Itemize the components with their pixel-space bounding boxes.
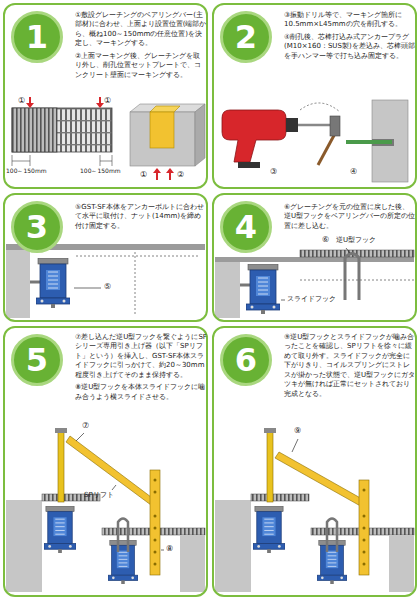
instruction-text: ④削孔後、芯棒打込み式アンカープラグ(M10×160：SUS製)を差込み、芯棒頭… (284, 33, 416, 61)
step-number-circle: 4 (220, 201, 272, 253)
callout-number: ① (18, 97, 25, 106)
step-number-circle: 6 (220, 334, 272, 386)
step-number-circle: 1 (11, 11, 63, 63)
part-name: スライドフック (287, 296, 336, 304)
instruction-text: ⑥グレーチングを元の位置に戻した後、逆U型フックをベアリングバーの所定の位置に差… (284, 203, 416, 231)
callout-number: ③ (270, 168, 277, 177)
instruction-text: ⑨逆U型フックとスライドフックが噛み合ったことを確認し、SPリフトを徐々に緩めて… (284, 333, 416, 399)
instruction-text: ①敷設グレーチングのベアリングバー(主部材)に合わせ、上面より設置位置(端部から… (75, 11, 207, 49)
step-number: 6 (235, 344, 257, 376)
callout-number: ① (104, 97, 111, 106)
instruction-text: ②上面マーキング後、グレーチングを取り外し、削孔位置セットプレートで、コンクリー… (75, 52, 207, 80)
callout-number: ⑥ (322, 236, 329, 245)
step-panel: ①敷設グレーチングのベアリングバー(主部材)に合わせ、上面より設置位置(端部から… (3, 3, 208, 189)
step-panel: ⑦差し込んだ逆U型フックを繋ぐようにSFシリーズ専用引き上げ器（以下「SPリフト… (3, 326, 208, 597)
step-panel: ③振動ドリル等で、マーキング箇所に10.5mm×L45mmの穴を削孔する。 ④削孔… (212, 3, 417, 189)
dimension: 100～150mm (80, 168, 121, 175)
callout-number: ⑦ (82, 422, 89, 431)
callout-number: ④ (350, 168, 357, 177)
callout-number: ⑨ (294, 427, 301, 436)
instruction-text: ⑤GST-SF本体をアンカーボルトに合わせて水平に取付け、ナット(14mm)を締… (75, 203, 207, 231)
callout-number: ② (177, 171, 184, 180)
step-number-circle: 3 (11, 201, 63, 253)
step-number: 4 (235, 211, 257, 243)
instruction-text: ⑦差し込んだ逆U型フックを繋ぐようにSFシリーズ専用引き上げ器（以下「SPリフト… (75, 333, 207, 380)
callout-number: ⑤ (104, 283, 111, 292)
callout-number: ⑧ (166, 545, 173, 554)
step-number: 1 (26, 21, 48, 53)
step-number: 3 (26, 211, 48, 243)
step-number-circle: 5 (11, 334, 63, 386)
callout-number: ① (140, 171, 147, 180)
instruction-text: ⑧逆U型フックを本体スライドフックに噛み合うよう横スライドさせる。 (75, 383, 207, 402)
step-panel: ⑨逆U型フックとスライドフックが噛み合ったことを確認し、SPリフトを徐々に緩めて… (212, 326, 417, 597)
step-number: 5 (26, 344, 48, 376)
step-panel: ⑤GST-SF本体をアンカーボルトに合わせて水平に取付け、ナット(14mm)を締… (3, 193, 208, 322)
instruction-text: ③振動ドリル等で、マーキング箇所に10.5mm×L45mmの穴を削孔する。 (284, 11, 416, 30)
step-number-circle: 2 (220, 11, 272, 63)
step-number: 2 (235, 21, 257, 53)
part-name: 逆U型フック (336, 237, 376, 245)
part-name: SPリフト (84, 492, 114, 500)
dimension: 100～150mm (6, 168, 47, 175)
